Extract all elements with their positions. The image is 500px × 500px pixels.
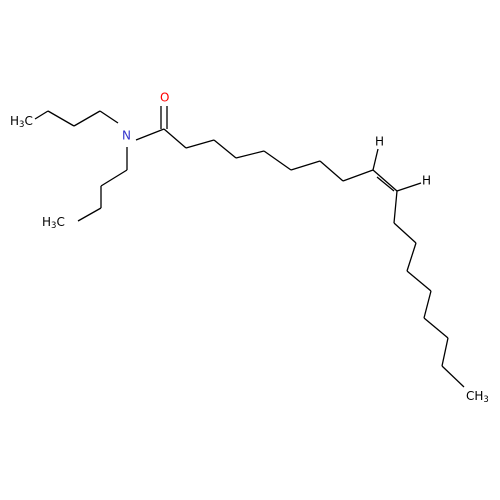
methyl-label-bottom: H3C [42,215,65,231]
methyl-label-top-tail: C [24,114,32,128]
methyl-label-top-sub: 3 [19,120,24,130]
bond [396,182,422,192]
bond [235,150,265,159]
bond [99,110,119,124]
bond [393,190,398,224]
hydrogen-label-upper: H [375,135,384,149]
oxygen-label: O [160,91,169,105]
bond [213,139,237,159]
methyl-label-top-main: H [10,114,19,128]
bond [376,176,395,192]
bond [342,169,374,182]
bond [372,148,379,171]
methyl-label-end-main: CH [466,389,483,403]
methyl-label-top: H3C [10,114,33,130]
bond [372,169,398,192]
bond [393,222,417,244]
methyl-label-bottom-main: H [42,215,51,229]
bond [423,317,449,339]
methyl-label-bottom-sub: 3 [51,221,56,231]
bond [423,290,432,319]
bond [406,242,417,272]
methyl-label-end: CH3 [466,389,489,405]
bond [47,110,75,127]
nitrogen-label: N [122,129,131,143]
bond [290,160,321,171]
bond [100,169,128,187]
bond [135,128,165,141]
bond [77,207,102,222]
bond [34,110,49,120]
hydrogen-label-lower: H [422,174,431,188]
bond [319,160,344,182]
bond [185,139,215,149]
bond-lines [34,106,465,388]
bond [73,110,101,127]
bond [441,365,465,388]
atom-labels: H3C H3C N O H H CH3 [10,91,489,405]
bond [406,270,432,292]
bond [263,150,292,171]
bond [163,128,187,149]
bond [441,337,449,367]
methyl-label-bottom-tail: C [56,215,64,229]
methyl-label-end-sub: 3 [483,395,488,405]
